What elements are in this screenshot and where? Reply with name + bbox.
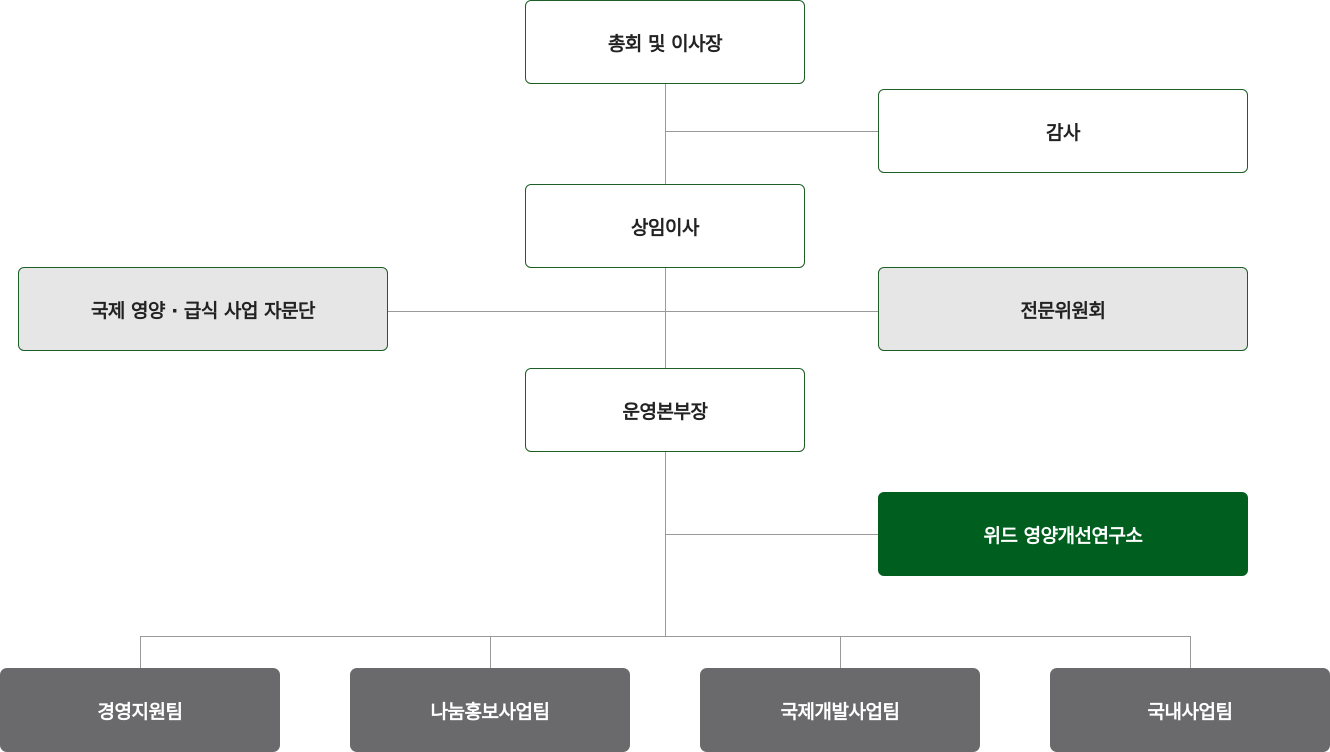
connector-advisory-committee [387,311,879,312]
connector-main-trunk [665,83,666,637]
team-box-sharing-promotion: 나눔홍보사업팀 [350,668,630,752]
general-assembly-label: 총회 및 이사장 [607,32,723,55]
general-assembly-box: 총회 및 이사장 [525,0,805,84]
team-label: 경영지원팀 [97,700,183,723]
connector-team-1 [140,636,141,669]
team-label: 국제개발사업팀 [780,700,900,723]
team-box-management-support: 경영지원팀 [0,668,280,752]
connector-team-2 [490,636,491,669]
team-box-domestic-programs: 국내사업팀 [1050,668,1330,752]
connector-teams-bus [140,636,1191,637]
connector-team-4 [1190,636,1191,669]
expert-committee-label: 전문위원회 [1020,299,1106,322]
research-institute-label: 위드 영양개선연구소 [983,524,1143,547]
operations-head-box: 운영본부장 [525,368,805,452]
audit-box: 감사 [878,89,1248,173]
connector-audit [665,131,879,132]
expert-committee-box: 전문위원회 [878,267,1248,351]
operations-head-label: 운영본부장 [622,400,708,423]
standing-director-label: 상임이사 [631,216,699,239]
connector-team-3 [840,636,841,669]
team-label: 국내사업팀 [1147,700,1233,723]
standing-director-box: 상임이사 [525,184,805,268]
team-box-international-development: 국제개발사업팀 [700,668,980,752]
advisory-group-label: 국제 영양 · 급식 사업 자문단 [90,299,316,322]
research-institute-box: 위드 영양개선연구소 [878,492,1248,576]
advisory-group-box: 국제 영양 · 급식 사업 자문단 [18,267,388,351]
connector-research-institute [665,534,879,535]
audit-label: 감사 [1046,121,1080,144]
team-label: 나눔홍보사업팀 [430,700,550,723]
